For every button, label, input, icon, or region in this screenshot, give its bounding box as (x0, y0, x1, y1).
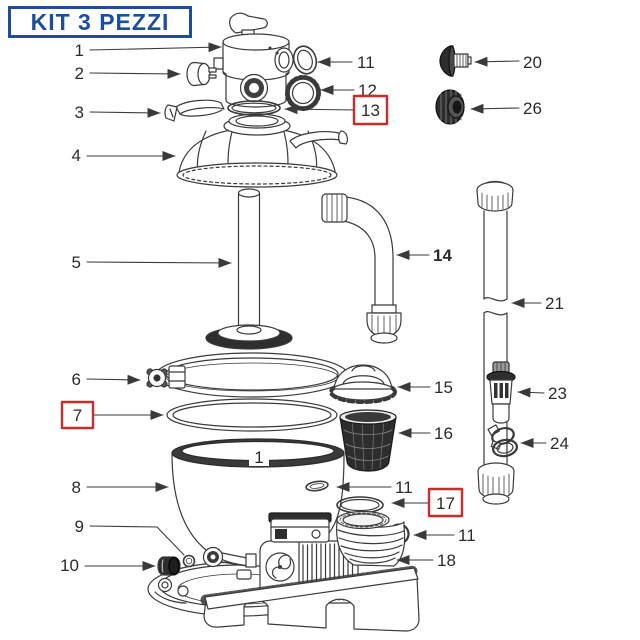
part-elbow-hose (321, 193, 402, 344)
part-tank-lid-dome (176, 113, 348, 188)
callout-9-drain-oring: 9 (75, 517, 185, 556)
callout-1-valve: 1 (75, 41, 222, 60)
callout-7-highlighted: 7 (60, 400, 164, 430)
part-standpipe (205, 188, 293, 350)
callout-8-label: 8 (72, 478, 81, 497)
callout-21-hose: 21 (511, 294, 564, 313)
callout-15-label: 15 (434, 378, 453, 397)
callout-5-standpipe: 5 (72, 253, 232, 272)
callout-8-tank: 8 (72, 478, 169, 497)
callout-18-label: 18 (437, 551, 456, 570)
part-valve-flat-oring (227, 100, 281, 116)
callout-20-label: 20 (523, 53, 542, 72)
callout-26-label: 26 (523, 99, 542, 118)
callout-6-clamp-ring: 6 (72, 370, 141, 389)
callout-11-mid-label: 11 (395, 478, 413, 497)
callout-6-label: 6 (72, 370, 81, 389)
callout-10-drain-plug: 10 (60, 556, 156, 575)
callout-11-top: 11 (317, 53, 375, 72)
callout-17-highlighted: 17 (391, 487, 464, 518)
callout-4-dome: 4 (72, 146, 176, 165)
callout-17-label: 17 (436, 494, 455, 513)
callout-11-mid: 11 (336, 478, 413, 497)
part-lid-oring (166, 398, 338, 432)
kit-title: KIT 3 PEZZI (30, 8, 170, 35)
part-lid-handle (164, 99, 225, 122)
callout-2-plug: 2 (75, 64, 181, 83)
part-strainer-basket (339, 409, 397, 472)
callout-24-label: 24 (550, 434, 569, 453)
part-drain-valve-stem (439, 45, 472, 77)
label-1-tank-rim: 1 (249, 448, 269, 467)
part-pressure-plug (186, 61, 217, 87)
callout-21-label: 21 (545, 294, 564, 313)
callout-23-label: 23 (548, 384, 567, 403)
callout-13-label: 13 (361, 101, 380, 120)
callout-1-label: 1 (75, 41, 84, 60)
callout-20-stem: 20 (474, 53, 542, 72)
callout-5-label: 5 (72, 253, 81, 272)
callout-3-handle: 3 (75, 103, 161, 122)
callout-26-cap: 26 (470, 99, 542, 118)
callout-15-strainer-cover: 15 (397, 378, 453, 397)
part-drain-cap (435, 89, 465, 125)
part-pump-oring (336, 496, 384, 514)
part-pump-assembly (200, 510, 420, 632)
highlight-box-17 (427, 487, 464, 518)
callout-10-label: 10 (60, 556, 79, 575)
part-drain-plug (157, 556, 181, 576)
callout-16-basket: 16 (398, 424, 453, 443)
part-multiport-valve (213, 12, 294, 108)
part-check-valve-fitting (486, 361, 516, 424)
highlight-box-7 (60, 400, 95, 430)
part-drain-oring (182, 554, 196, 568)
part-lock-ring (285, 75, 321, 111)
callout-23-fitting: 23 (517, 384, 567, 403)
callout-11-top-label: 11 (357, 53, 375, 72)
callout-13-highlighted: 13 (284, 94, 389, 126)
callout-4-label: 4 (72, 146, 81, 165)
callout-11-bottom: 11 (413, 526, 476, 545)
callout-18-pump: 18 (396, 551, 456, 570)
part-basket-gasket (305, 480, 329, 492)
callout-14-elbow-hose: 14 (396, 246, 452, 265)
callout-7-label: 7 (73, 406, 82, 425)
callout-9-label: 9 (75, 517, 84, 536)
tank-rim-label: 1 (254, 448, 263, 467)
part-valve-oring (292, 45, 318, 75)
callout-14-label: 14 (433, 246, 452, 265)
callout-24-clamps: 24 (520, 434, 569, 453)
kit-title-box: KIT 3 PEZZI (8, 6, 192, 38)
highlight-box-13 (352, 94, 389, 126)
part-clamp-ring (146, 352, 349, 398)
callout-3-label: 3 (75, 103, 84, 122)
part-hose-clamps (487, 424, 518, 458)
callout-11-bottom-label: 11 (458, 526, 476, 545)
callout-2-label: 2 (75, 64, 84, 83)
callout-16-label: 16 (434, 424, 453, 443)
part-strainer-cover (329, 364, 397, 404)
